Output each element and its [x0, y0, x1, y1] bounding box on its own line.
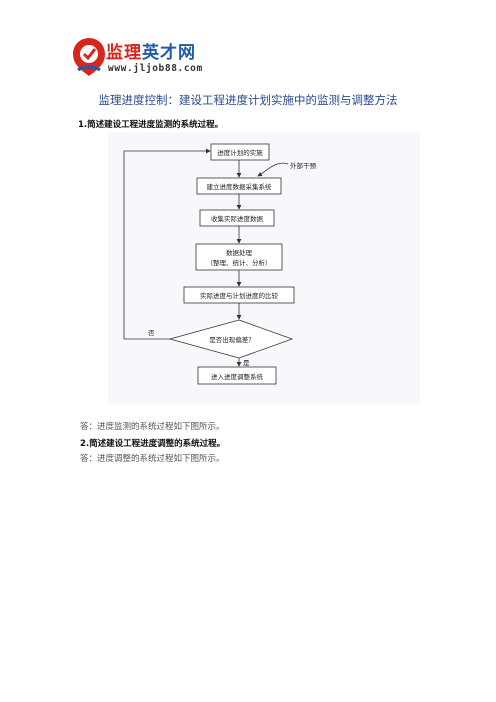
monitoring-flowchart: 进度计划的实施 建立进度数据采集系统 收集实际进度数据 数据处理 （整理、统计、… [108, 132, 420, 404]
node-plan-implementation [210, 143, 270, 161]
logo-url: www.jljob88.com [108, 63, 203, 74]
node-enter-adjustment-label: 进入进度调整系统 [211, 372, 264, 381]
node-data-processing-label-1: 数据处理 [226, 248, 253, 257]
node-collect-actual-data-label: 收集实际进度数据 [211, 214, 264, 223]
yes-branch-label: 是 [243, 359, 250, 367]
node-enter-adjustment [197, 366, 277, 385]
node-compare-progress-label: 实际进度与计划进度的比较 [200, 291, 279, 300]
node-deviation-decision-label: 是否出现偏差？ [209, 335, 255, 344]
node-data-processing-label-2: （整理、统计、分析） [207, 258, 272, 267]
answer-1: 答：进度监测的系统过程如下图所示。 [80, 422, 225, 432]
logo-text: 监理英才网 [106, 38, 196, 63]
flowchart-svg: 进度计划的实施 建立进度数据采集系统 收集实际进度数据 数据处理 （整理、统计、… [123, 143, 317, 385]
node-data-processing [195, 243, 283, 271]
node-collect-actual-data [199, 209, 275, 227]
logo-text-blue: 英才网 [142, 43, 196, 63]
question-1: 1.简述建设工程进度监测的系统过程。 [78, 120, 224, 130]
node-plan-implementation-label: 进度计划的实施 [217, 148, 263, 157]
site-logo[interactable]: 监理英才网 www.jljob88.com [70, 36, 230, 84]
external-intervention-label: 外部干预 [290, 161, 317, 170]
node-data-collection-system-label: 建立进度数据采集系统 [207, 182, 273, 191]
no-branch-label: 否 [148, 329, 155, 337]
logo-text-red: 监理 [106, 43, 142, 63]
question-2: 2.简述建设工程进度调整的系统过程。 [80, 439, 226, 449]
logo-badge-icon [73, 38, 105, 76]
page-title: 监理进度控制：建设工程进度计划实施中的监测与调整方法 [98, 93, 398, 107]
answer-2: 答：进度调整的系统过程如下图所示。 [80, 454, 225, 464]
